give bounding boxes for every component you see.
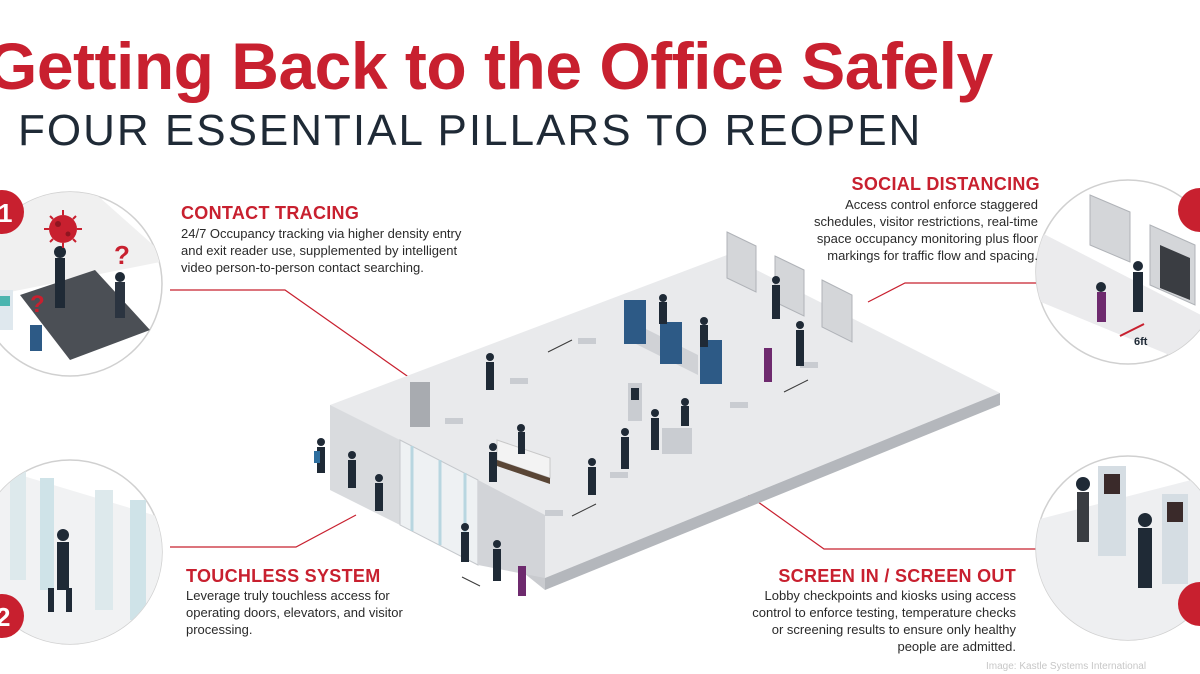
description-line: space occupancy monitoring plus floor (816, 231, 1038, 246)
contact-tracing-vignette (0, 190, 163, 377)
pillar-badge-1 (0, 190, 24, 234)
description-line: markings for traffic flow and spacing. (827, 248, 1038, 263)
image-credit: Image: Kastle Systems International (986, 661, 1147, 672)
description-line: operating doors, elevators, and visitor (186, 605, 403, 620)
contact-tracing-description: 24/7 Occupancy tracking via higher densi… (181, 225, 461, 276)
pillar-badge-2 (0, 594, 24, 638)
screening-vignette (1035, 455, 1200, 641)
page-subtitle: FOUR ESSENTIAL PILLARS TO REOPEN (18, 106, 923, 155)
pillar-badge-4 (1178, 582, 1200, 626)
pillar-number-1: 1 (0, 198, 12, 228)
question-mark-2: ? (30, 291, 45, 318)
social-distancing-description: Access control enforce staggered schedul… (814, 196, 1038, 264)
contact-tracing-heading: CONTACT TRACING (181, 203, 360, 223)
description-line: Access control enforce staggered (845, 197, 1038, 212)
screening-description: Lobby checkpoints and kiosks using acces… (752, 587, 1016, 655)
description-line: Lobby checkpoints and kiosks using acces… (764, 588, 1016, 603)
question-mark-1: ? (114, 240, 130, 270)
description-line: schedules, visitor restrictions, real-ti… (814, 214, 1038, 229)
pillar-badge-3 (1178, 188, 1200, 232)
connector-social-distancing (867, 282, 1040, 303)
description-line: control to enforce testing, temperature … (752, 605, 1016, 620)
distance-label: 6ft (1134, 336, 1148, 348)
pillar-number-2: 2 (0, 602, 10, 632)
elevators (726, 231, 853, 343)
description-line: Leverage truly touchless access for (186, 588, 390, 603)
screening-heading: SCREEN IN / SCREEN OUT (778, 566, 1016, 586)
floor-right-edge (545, 393, 1000, 590)
touchless-vignette (0, 459, 163, 645)
page-title: Getting Back to the Office Safely (0, 29, 993, 103)
touchless-system-description: Leverage truly touchless access for oper… (186, 587, 403, 638)
social-distancing-heading: SOCIAL DISTANCING (851, 174, 1040, 194)
connector-contact-tracing (170, 289, 411, 379)
description-line: and exit reader use, supplemented by int… (181, 243, 458, 258)
description-line: processing. (186, 622, 253, 637)
description-line: video person-to-person contact searching… (181, 260, 424, 275)
touchless-system-heading: TOUCHLESS SYSTEM (186, 566, 381, 586)
description-line: people are admitted. (897, 639, 1016, 654)
virus-icon (44, 210, 82, 248)
connector-touchless (170, 514, 357, 548)
distance-arrows (461, 339, 809, 587)
people (314, 276, 804, 596)
description-line: or screening results to ensure only heal… (771, 622, 1016, 637)
description-line: 24/7 Occupancy tracking via higher densi… (181, 226, 462, 241)
floor-markings (445, 338, 818, 516)
reception-area (410, 300, 722, 484)
social-distancing-vignette (1035, 179, 1200, 365)
